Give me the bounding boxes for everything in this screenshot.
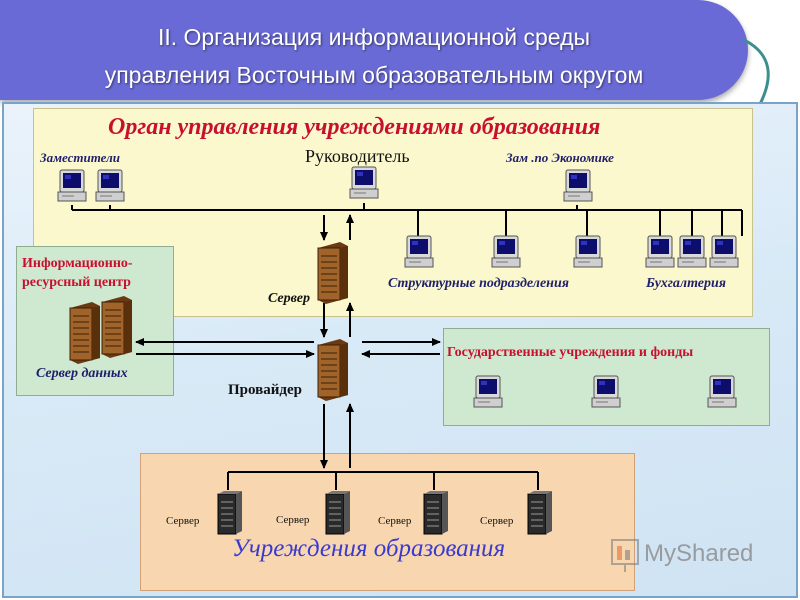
education-server-label: Сервер [166,515,200,527]
management-server-label: Сервер [268,291,310,306]
watermark-text: MyShared [644,540,754,567]
education-institutions-region [140,453,635,591]
watermark-logo-icon [611,539,639,572]
gov-computer-icon [473,375,503,408]
gov-title: Государственные учреждения и фонды [447,345,694,360]
structural-divisions-label: Структурные подразделения [388,276,569,291]
head-computer-icon [349,166,379,199]
management-bus [71,203,743,236]
education-server-icon [325,490,351,535]
provider-server-icon [317,338,349,402]
deputies-label: Заместители [40,150,121,165]
structural-computer-icon [404,235,434,268]
education-server-label: Сервер [480,515,514,527]
title-line-1: II. Организация информационной среды [157,24,591,50]
management-title: Орган управления учреждениями образовани… [108,114,601,140]
structural-computer-icon [573,235,603,268]
provider-label: Провайдер [228,382,302,398]
econ-deputy-label: Зам .по Экономике [506,150,614,165]
data-server-label: Сервер данных [36,366,128,381]
accounting-computer-icon [645,235,675,268]
decorative-arc [744,38,770,109]
deputy-computer-icon [57,169,87,202]
education-server-icon [423,490,449,535]
structural-computer-icon [491,235,521,268]
deputy-computer-icon [95,169,125,202]
head-label: Руководитель [305,146,410,166]
education-server-label: Сервер [378,515,412,527]
accounting-label: Бухгалтерия [646,276,727,291]
education-title: Учреждения образования [232,535,506,562]
econ-deputy-computer-icon [563,169,593,202]
gov-computer-icon [591,375,621,408]
data-server-icon [101,295,133,359]
title-banner: II. Организация информационной среды упр… [0,0,748,100]
education-server-icon [217,490,243,535]
education-server-icon [527,490,553,535]
education-server-label: Сервер [276,514,310,526]
irc-title-line-2: ресурсный центр [22,275,131,290]
management-server-icon [317,241,349,305]
accounting-computer-icon [677,235,707,268]
title-line-2: управления Восточным образовательным окр… [104,62,644,88]
data-server-icon [69,301,101,365]
gov-computer-icon [707,375,737,408]
accounting-computer-icon [709,235,739,268]
irc-title-line-1: Информационно- [22,256,133,271]
education-bus [227,471,539,490]
